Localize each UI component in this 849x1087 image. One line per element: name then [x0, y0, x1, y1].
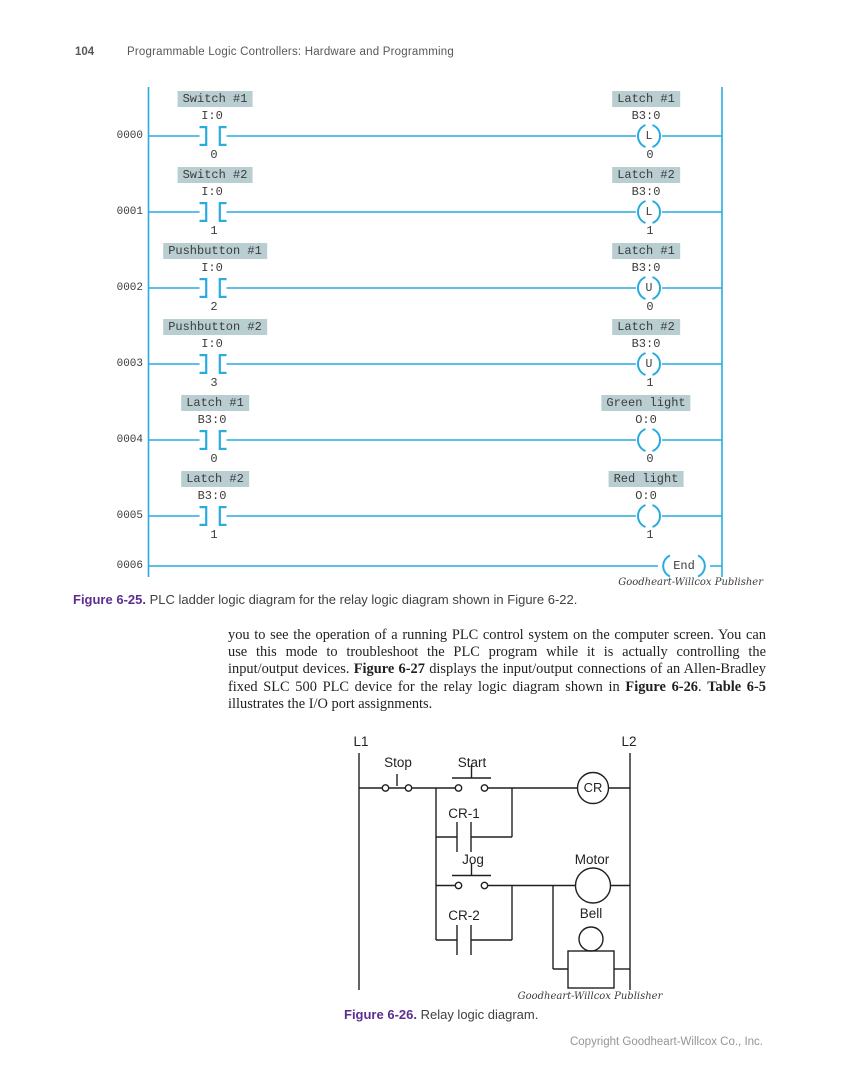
coil-letter: U — [645, 282, 653, 295]
coil-bit: 1 — [646, 224, 654, 238]
contact-address: I:0 — [201, 185, 223, 199]
rung-number: 0005 — [116, 510, 143, 522]
coil-address: B3:0 — [631, 337, 661, 351]
figure-25-caption-text: PLC ladder logic diagram for the relay l… — [145, 592, 578, 607]
cr2-contact-symbol — [436, 925, 512, 955]
coil-bit: 0 — [646, 452, 654, 466]
cr1-contact-symbol — [436, 822, 512, 852]
contact-address: I:0 — [201, 261, 223, 275]
jog-label: Jog — [462, 852, 484, 867]
motor-label: Motor — [574, 852, 610, 867]
contact-device-label: Latch #1 — [181, 395, 249, 411]
coil-device-label: Latch #1 — [612, 91, 680, 107]
stop-label: Stop — [384, 755, 412, 770]
rung-number: 0001 — [116, 206, 143, 218]
contact-address: I:0 — [201, 109, 223, 123]
figure-25-attribution: Goodheart-Willcox Publisher — [618, 577, 763, 588]
rail-label-l1: L1 — [353, 734, 369, 749]
contact-bit: 3 — [210, 376, 218, 390]
start-label: Start — [457, 755, 487, 770]
coil-bit: 0 — [646, 148, 654, 162]
figure-26-caption-text: Relay logic diagram. — [416, 1007, 539, 1022]
coil-address: B3:0 — [631, 261, 661, 275]
table-6-5-reference: Table 6-5 — [707, 678, 766, 695]
coil-device-label: Latch #1 — [612, 243, 680, 259]
bell-label: Bell — [579, 906, 603, 921]
contact-bit: 1 — [210, 224, 218, 238]
contact-device-label: Switch #2 — [177, 167, 253, 183]
contact-address: B3:0 — [197, 489, 227, 503]
paragraph-text: you to see the operation of a running PL… — [228, 627, 766, 678]
contact-bit: 2 — [210, 300, 218, 314]
rung-number: 0000 — [116, 130, 143, 142]
coil-address: B3:0 — [631, 109, 661, 123]
contact-address: B3:0 — [197, 413, 227, 427]
stop-nc-pushbutton — [381, 774, 413, 792]
coil-bit: 1 — [646, 376, 654, 390]
cr2-label: CR-2 — [448, 908, 480, 923]
running-header-title: Programmable Logic Controllers: Hardware… — [127, 46, 454, 58]
figure-25-caption-label: Figure 6-25. — [73, 592, 146, 607]
coil-letter: L — [645, 206, 653, 219]
paragraph-text: displays the input/output connections of… — [228, 661, 766, 695]
contact-device-label: Pushbutton #2 — [163, 319, 267, 335]
contact-address: I:0 — [201, 337, 223, 351]
cr-coil-label: CR — [583, 780, 603, 795]
coil-bit: 0 — [646, 300, 654, 314]
bell-symbol — [552, 885, 630, 989]
figure-26-attribution: Goodheart-Willcox Publisher — [517, 991, 663, 1002]
copyright-notice: Copyright Goodheart-Willcox Co., Inc. — [569, 1036, 763, 1048]
body-paragraph: you to see the operation of a running PL… — [228, 627, 766, 713]
coil-address: B3:0 — [631, 185, 661, 199]
rung-number: 0002 — [116, 282, 143, 294]
figure-26-caption-label: Figure 6-26. — [344, 1007, 417, 1022]
end-label: End — [673, 559, 695, 573]
coil-address: O:0 — [635, 489, 657, 503]
motor-circle — [574, 867, 612, 904]
contact-bit: 0 — [210, 148, 218, 162]
paragraph-text: illustrates the I/O port assignments. — [228, 695, 433, 712]
page-number: 104 — [75, 46, 95, 58]
figure-6-27-reference: Figure 6-27 — [353, 661, 425, 678]
figure-25-caption: Figure 6-25. PLC ladder logic diagram fo… — [73, 592, 577, 607]
contact-device-label: Switch #1 — [177, 91, 253, 107]
coil-address: O:0 — [635, 413, 657, 427]
rung-number: 0003 — [116, 358, 143, 370]
coil-device-label: Green light — [601, 395, 691, 411]
coil-device-label: Latch #2 — [612, 319, 680, 335]
rung-number: 0004 — [116, 434, 143, 446]
coil-bit: 1 — [646, 528, 654, 542]
paragraph-text: . — [697, 678, 708, 695]
contact-device-label: Latch #2 — [181, 471, 249, 487]
coil-letter: U — [645, 358, 653, 371]
coil-letter: L — [645, 130, 653, 143]
coil-device-label: Red light — [608, 471, 684, 487]
cr1-label: CR-1 — [448, 806, 480, 821]
rung-number: 0006 — [116, 560, 143, 572]
contact-bit: 0 — [210, 452, 218, 466]
coil-device-label: Latch #2 — [612, 167, 680, 183]
figure-26-caption: Figure 6-26. Relay logic diagram. — [344, 1007, 538, 1022]
rail-label-l2: L2 — [621, 734, 637, 749]
contact-bit: 1 — [210, 528, 218, 542]
contact-device-label: Pushbutton #1 — [163, 243, 267, 259]
figure-6-26-reference: Figure 6-26 — [625, 678, 698, 695]
